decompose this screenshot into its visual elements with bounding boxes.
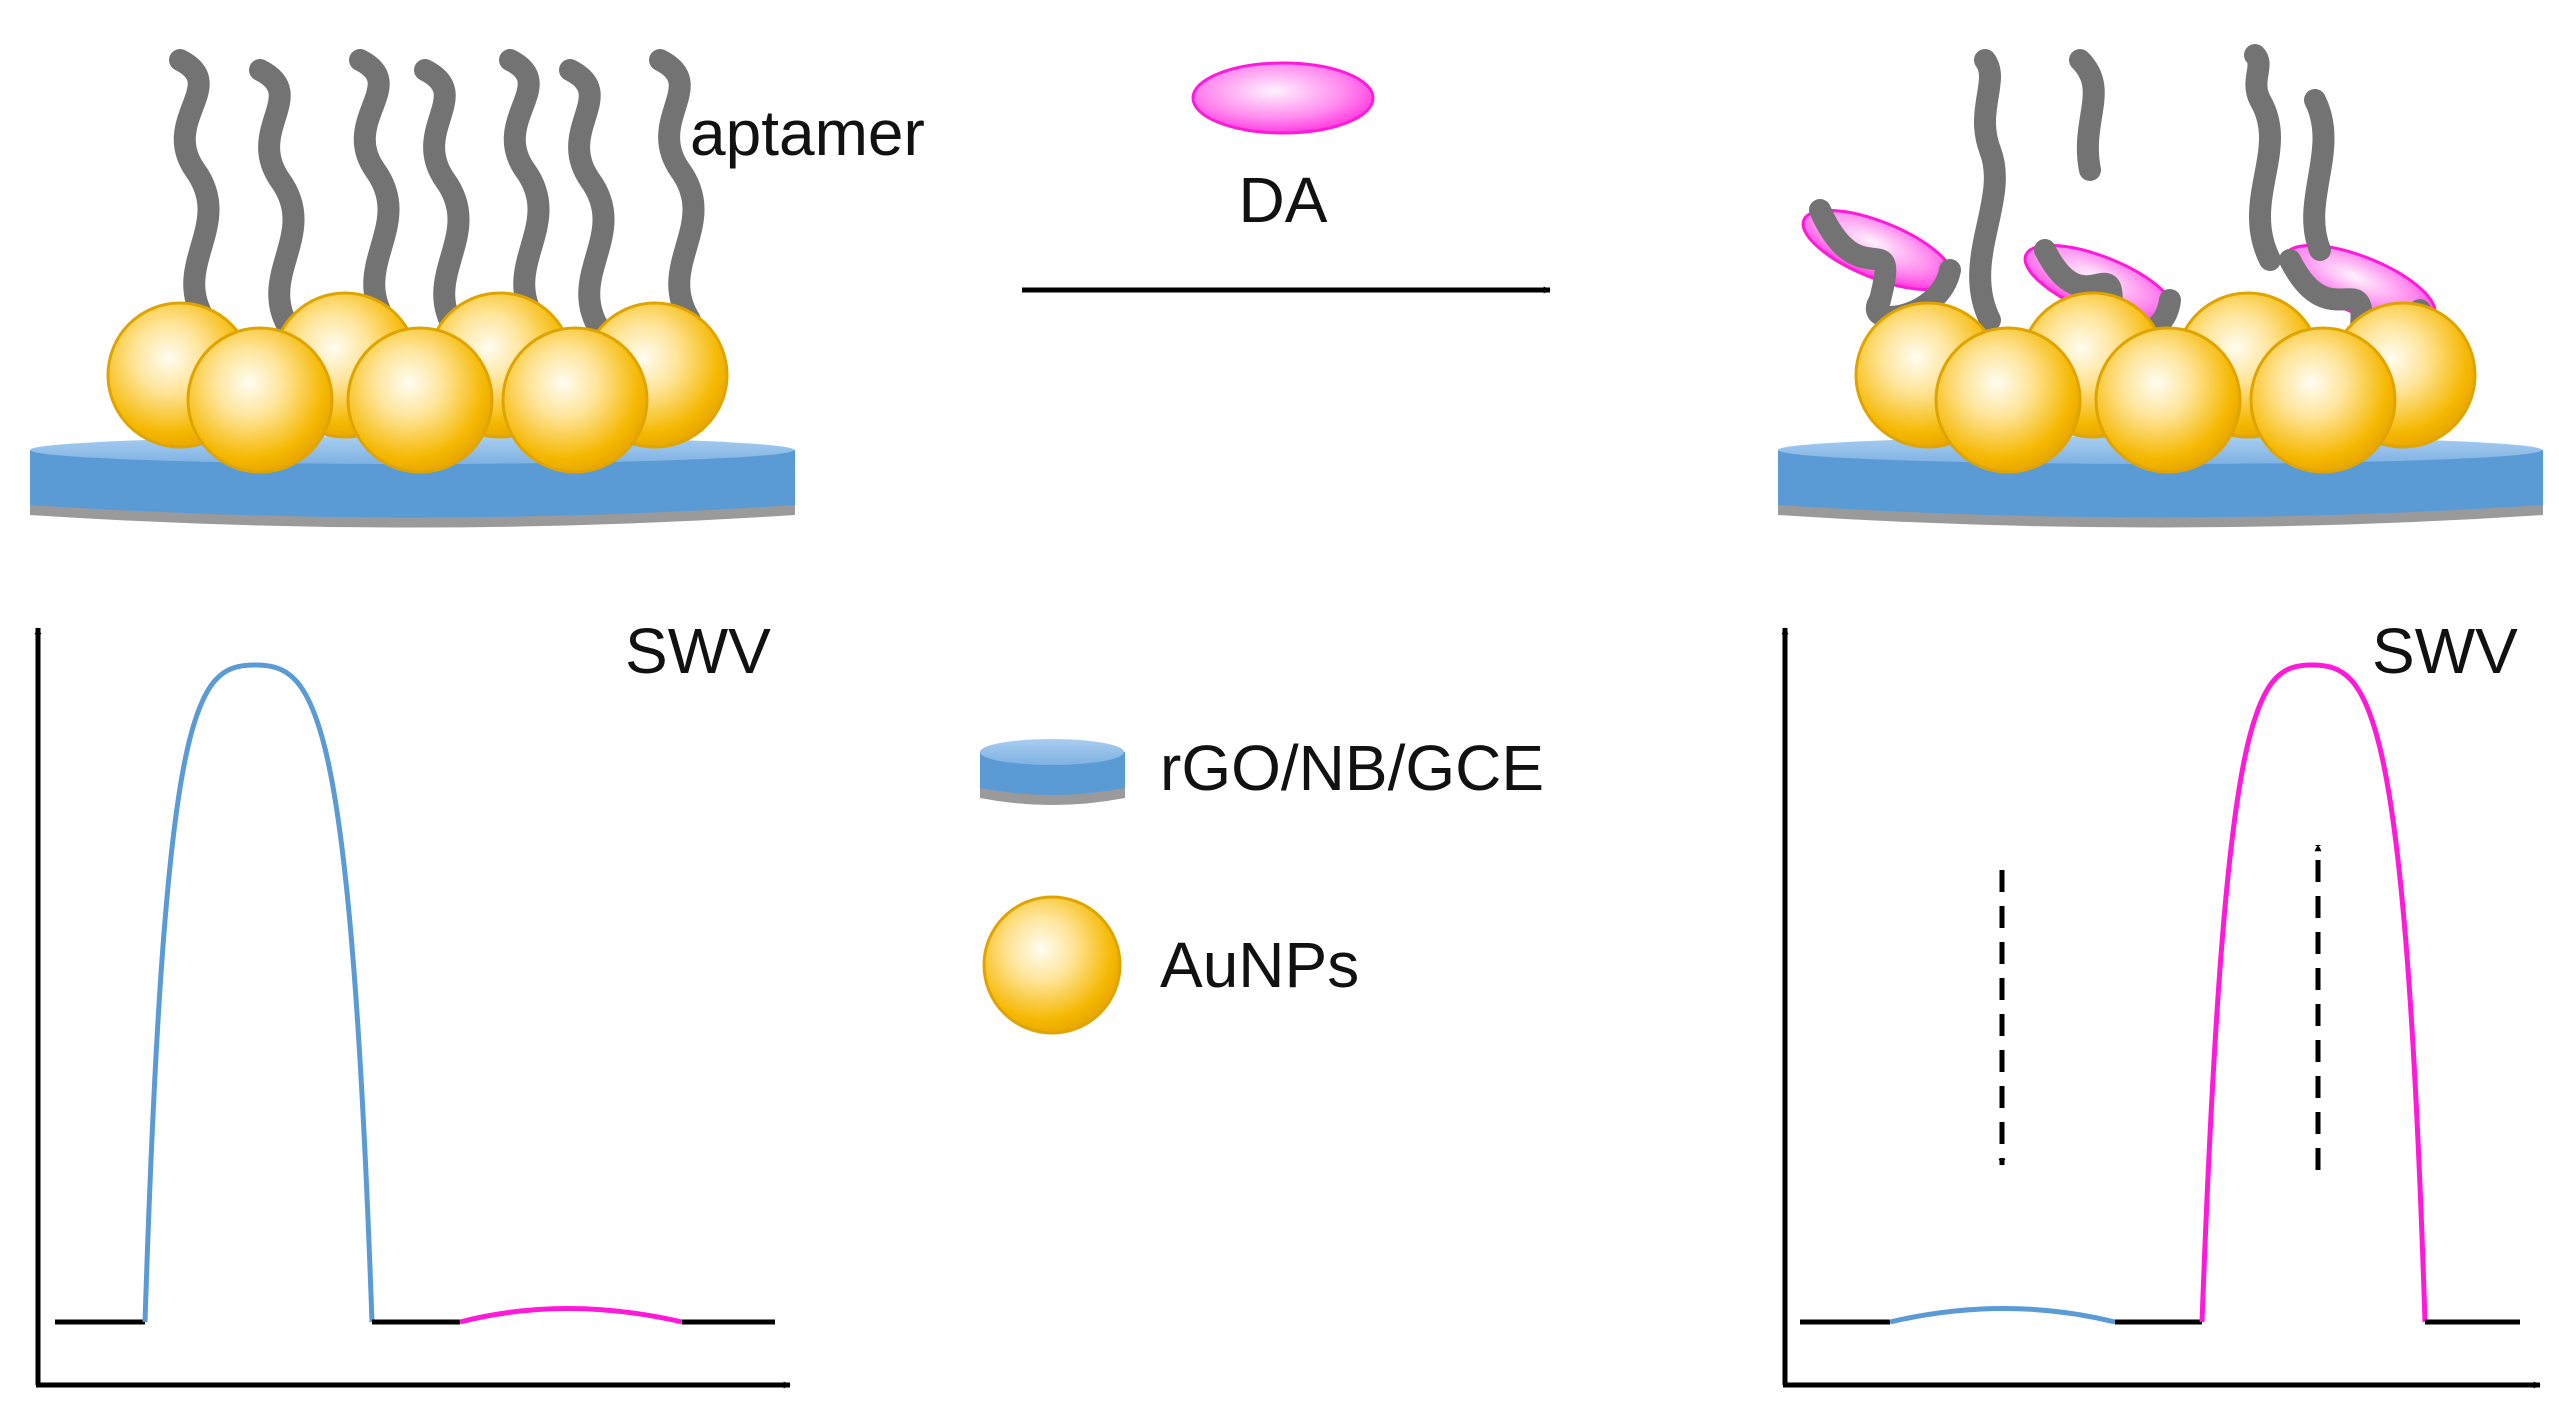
left-electrode-assembly: aptamer (30, 49, 925, 528)
right-swv-trace (1800, 662, 2520, 1325)
gold-nanoparticle-legend-icon (982, 895, 1122, 1035)
aptamer-label: aptamer (690, 97, 925, 169)
dopamine-molecule-icon (1191, 61, 1375, 135)
dopamine-label: DA (1239, 164, 1328, 236)
right-swv-plot: SWV (1781, 615, 2541, 1389)
left-plot-title: SWV (625, 615, 771, 687)
left-swv-trace (55, 662, 775, 1325)
legend: rGO/NB/GCE AuNPs (980, 732, 1544, 1035)
nanoparticle-legend-label: AuNPs (1160, 929, 1359, 1001)
dopamine-reagent: DA (1191, 61, 1375, 236)
electrode-legend-icon (980, 739, 1125, 805)
left-swv-plot: SWV (34, 615, 791, 1389)
right-plot-title: SWV (2372, 615, 2518, 687)
left-aptamer-strands (169, 49, 705, 341)
left-gold-nanoparticles (106, 291, 729, 474)
right-electrode-assembly (1778, 44, 2543, 528)
right-gold-nanoparticles (1854, 291, 2477, 474)
electrode-legend-label: rGO/NB/GCE (1160, 732, 1544, 804)
